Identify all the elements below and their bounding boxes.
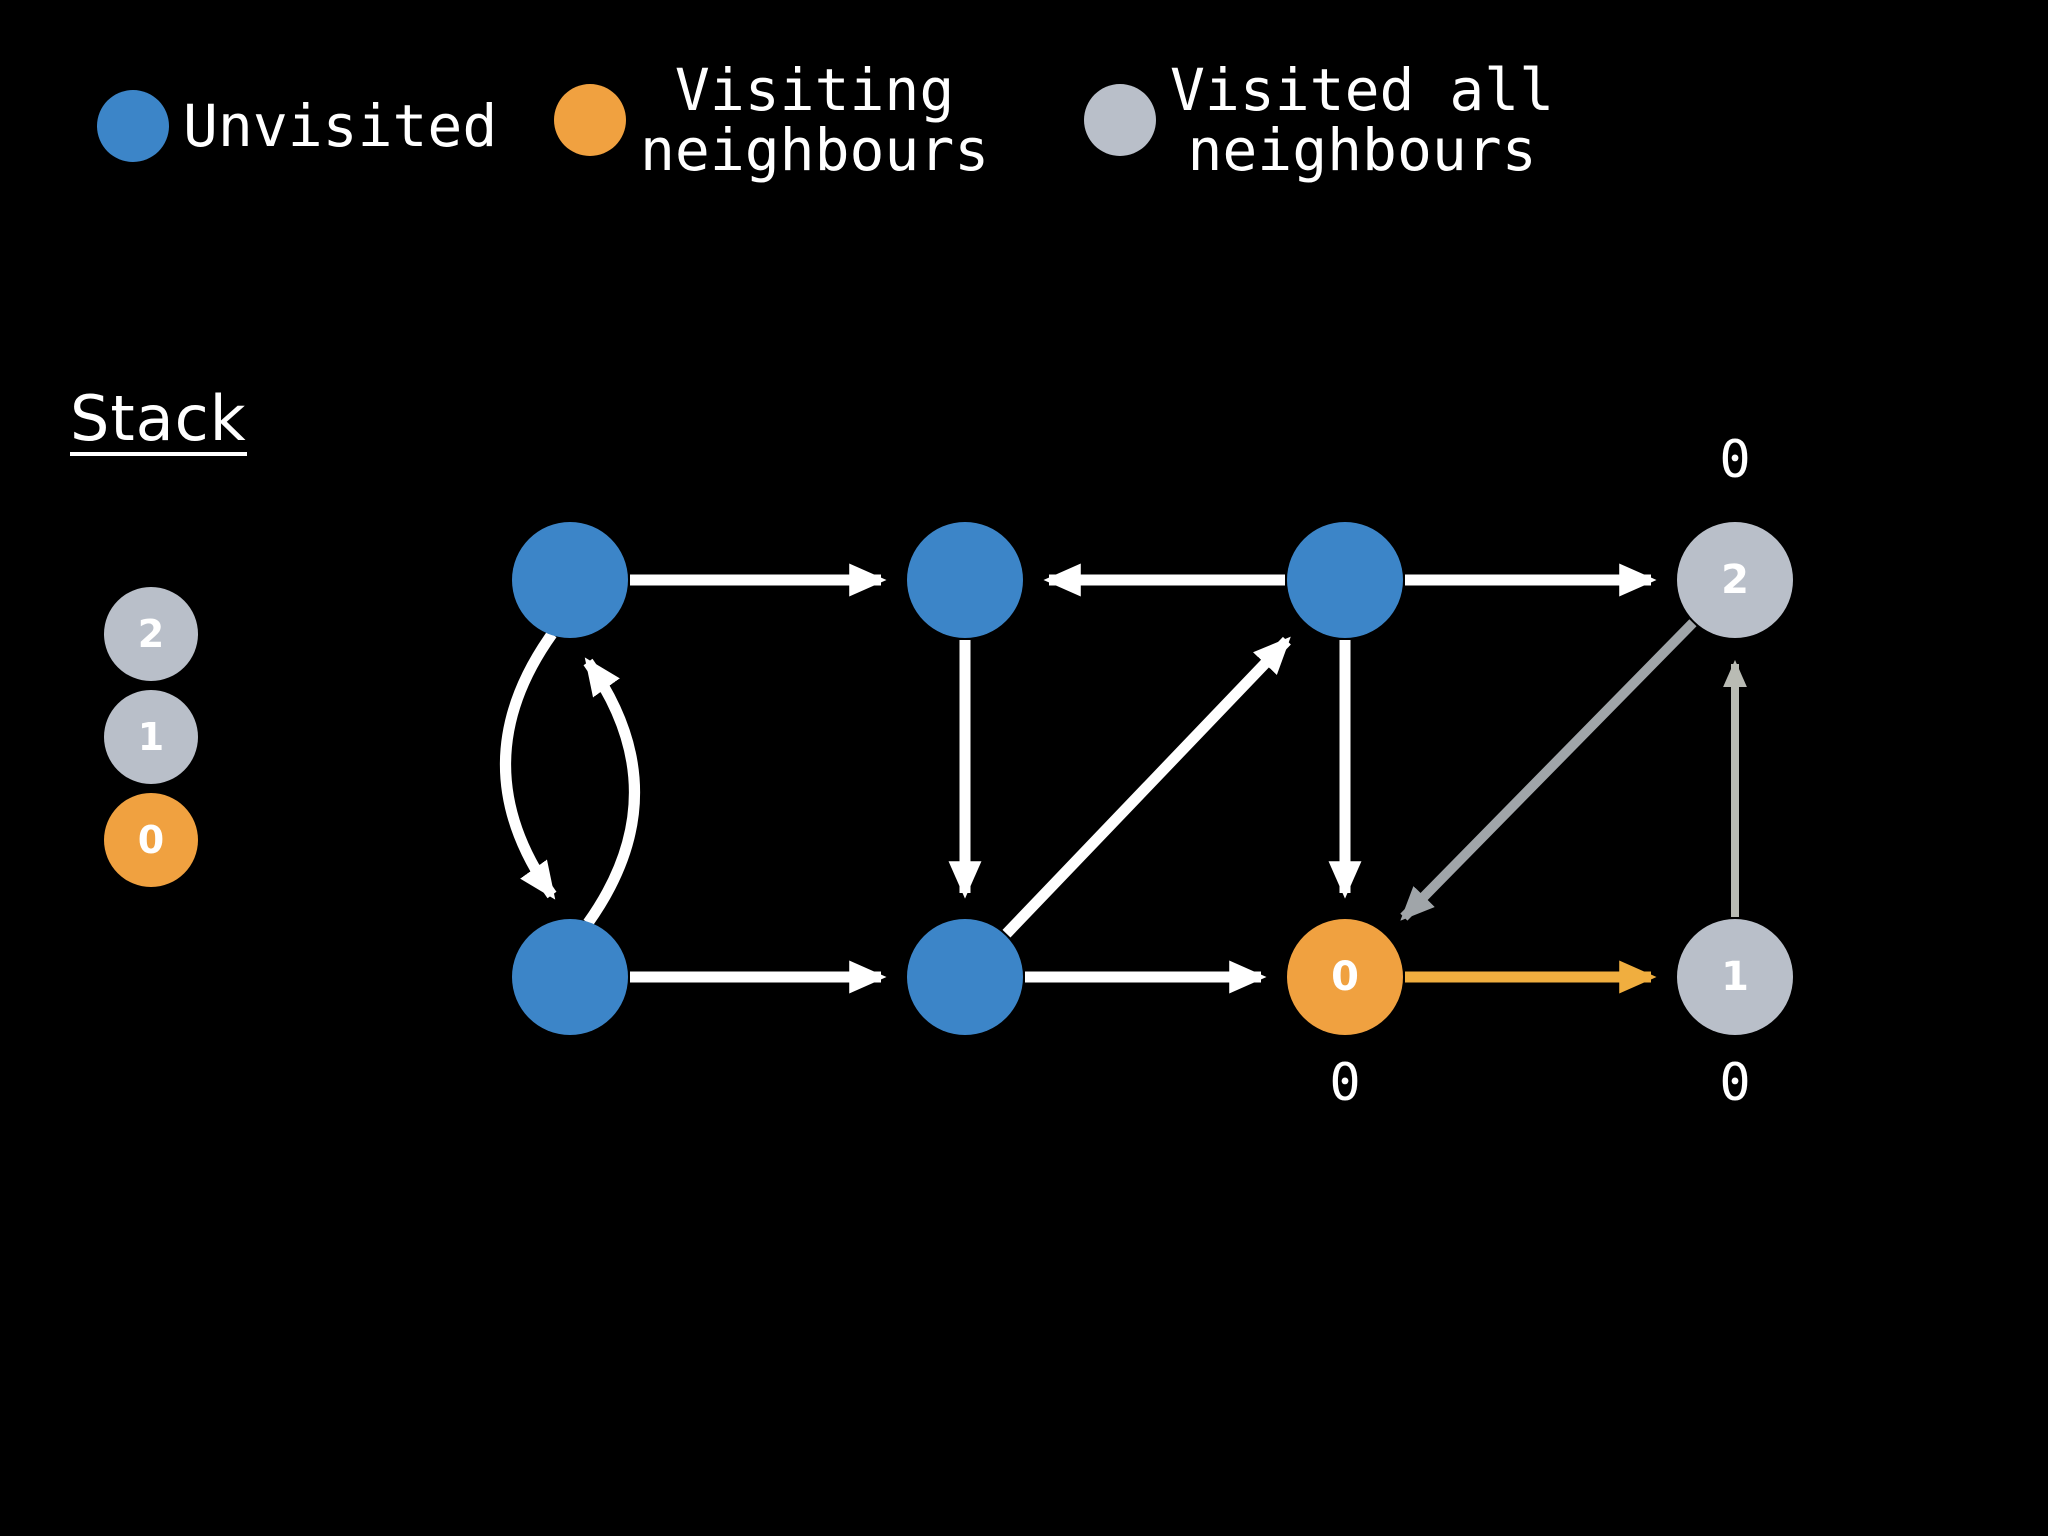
graph-node-n01 <box>907 522 1023 638</box>
legend-item-visited: Visited all neighbours <box>1084 60 1554 181</box>
legend-swatch-visited-icon <box>1084 84 1156 157</box>
legend: Unvisited Visiting neighbours Visited al… <box>0 0 2048 230</box>
graph-node-label: 1 <box>1721 954 1749 1000</box>
graph-node-n13: 1 <box>1677 919 1793 1035</box>
stack-list: 2 1 0 <box>104 587 214 896</box>
graph-node-depth-label-n12: 0 <box>1329 1053 1361 1113</box>
graph-node-n11 <box>907 919 1023 1035</box>
stack-node-label: 2 <box>137 612 165 656</box>
stack-title: Stack <box>70 382 247 456</box>
legend-swatch-unvisited-icon <box>97 90 169 162</box>
stack-node-label: 0 <box>137 818 165 862</box>
graph-edge-n03-to-n12 <box>1400 619 1697 921</box>
legend-label-visiting: Visiting neighbours <box>640 56 990 185</box>
graph-edge-n10-to-n00 <box>583 657 640 927</box>
graph-node-n02 <box>1287 522 1403 638</box>
graph-node-n12: 0 <box>1287 919 1403 1035</box>
graph-node-depth-label-n03: 0 <box>1719 430 1751 490</box>
legend-label-unvisited: Unvisited <box>183 91 498 160</box>
graph-node-label: 2 <box>1721 557 1749 603</box>
graph-node-label: 0 <box>1331 954 1359 1000</box>
stack-node-1: 1 <box>104 690 198 784</box>
stack-node-label: 1 <box>137 715 165 759</box>
graph-edge-n00-to-n10 <box>500 630 557 900</box>
legend-item-unvisited: Unvisited <box>97 90 497 162</box>
graph-node-n00 <box>512 522 628 638</box>
legend-item-visiting: Visiting neighbours <box>554 60 989 181</box>
legend-swatch-visiting-icon <box>554 84 626 157</box>
stack-node-0: 0 <box>104 793 198 887</box>
graph-node-n10 <box>512 919 628 1035</box>
legend-label-visited: Visited all neighbours <box>1170 56 1555 185</box>
graph-node-n03: 2 <box>1677 522 1793 638</box>
stack-node-2: 2 <box>104 587 198 681</box>
graph-node-depth-label-n13: 0 <box>1719 1053 1751 1113</box>
graph-edge-n11-to-n02 <box>1002 636 1291 938</box>
